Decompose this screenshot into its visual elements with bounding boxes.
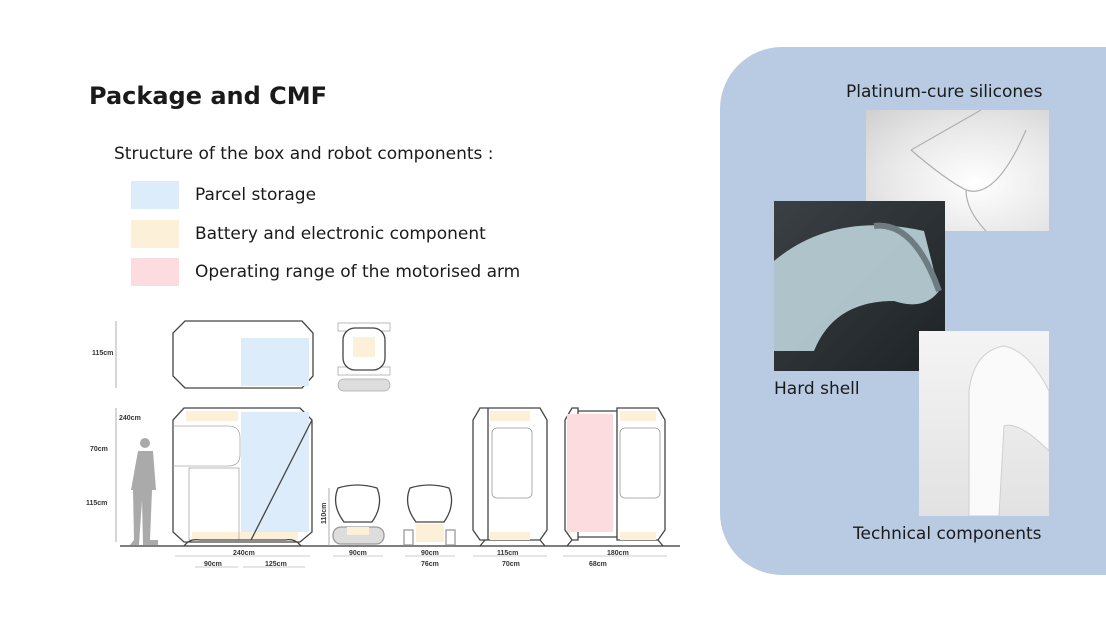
legend-label: Operating range of the motorised arm (195, 262, 521, 282)
dim-open-width: 180cm (607, 550, 629, 557)
hard-shell-photo (774, 201, 945, 371)
dim-side-width: 115cm (497, 550, 518, 557)
label-hard-shell: Hard shell (774, 379, 860, 399)
legend-swatch-blue (131, 181, 179, 209)
legend-item-battery: Battery and electronic component (131, 220, 486, 248)
dim-total-height: 240cm (119, 415, 141, 422)
technical-photo (919, 331, 1049, 516)
legend-item-parcel: Parcel storage (131, 181, 316, 209)
subtitle: Structure of the box and robot component… (114, 144, 494, 164)
dim-robot-height: 110cm (321, 503, 328, 524)
human-silhouette (130, 438, 158, 545)
legend-swatch-pink (131, 258, 179, 286)
dim-box-right: 125cm (265, 561, 287, 568)
dim-robot-width: 90cm (349, 550, 367, 557)
technical-drawing: 115cm 240cm 70cm 115cm 240cm 90cm 125cm … (86, 320, 680, 568)
dim-robot2-width: 90cm (421, 550, 439, 557)
dim-top-height: 115cm (92, 350, 113, 357)
legend-swatch-yellow (131, 220, 179, 248)
dim-robot2-inner: 76cm (421, 561, 439, 568)
dim-box-left: 90cm (204, 561, 222, 568)
dim-open-inner: 68cm (589, 561, 607, 568)
dim-lower: 115cm (86, 500, 107, 507)
legend-label: Parcel storage (195, 185, 317, 205)
page-title: Package and CMF (89, 82, 328, 110)
label-silicone: Platinum-cure silicones (846, 82, 1043, 102)
dim-upper: 70cm (90, 446, 108, 453)
label-technical: Technical components (853, 524, 1042, 544)
dim-side-inner: 70cm (502, 561, 520, 568)
dim-box-width: 240cm (233, 550, 255, 557)
legend-label: Battery and electronic component (195, 224, 486, 244)
legend-item-arm: Operating range of the motorised arm (131, 258, 520, 286)
